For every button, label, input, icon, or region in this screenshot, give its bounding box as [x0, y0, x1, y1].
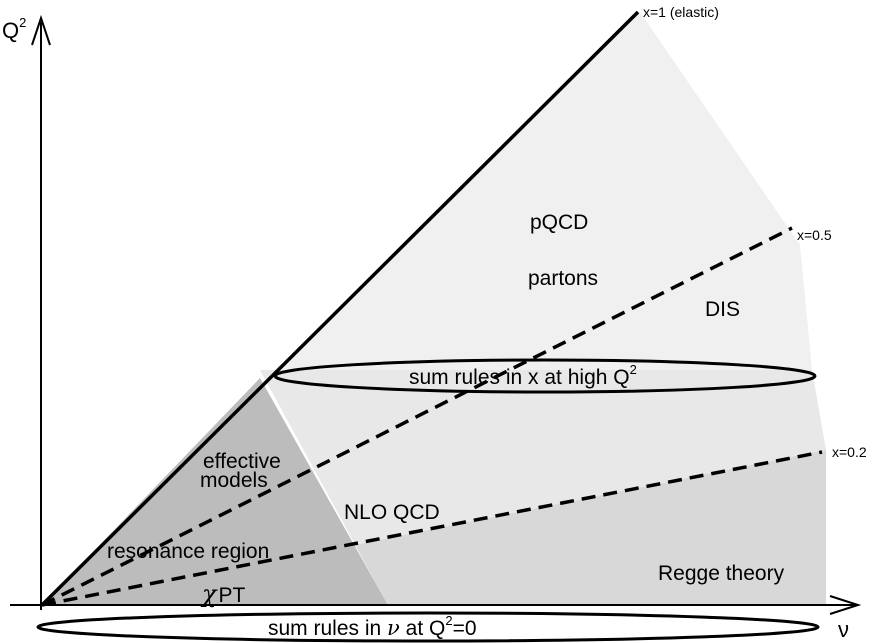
x02-line-label: x=0.2 [832, 444, 867, 460]
regge-region [355, 450, 826, 605]
models-label: models [200, 469, 268, 492]
sum-rules-nu-ellipse [36, 611, 820, 643]
x05-line [41, 226, 793, 607]
sum-rules-nu-label: sum rules in ν at Q2=0 [268, 613, 477, 640]
y-axis-arrow-icon [31, 14, 51, 46]
effective-models-region [42, 378, 388, 605]
y-axis-label: Q2 [2, 15, 26, 43]
regge-theory-label: Regge theory [658, 562, 785, 585]
pqcd-label: pQCD [530, 211, 588, 234]
x02-line [41, 450, 823, 607]
x-axis-arrow-icon [829, 595, 862, 615]
pqcd-region [275, 12, 812, 370]
dis-label: DIS [705, 298, 740, 321]
effective-label: effective [203, 450, 281, 473]
elastic-line [40, 10, 640, 607]
nlo-qcd-label: NLO QCD [344, 501, 440, 524]
chi-pt-label: χPT [200, 580, 246, 608]
x05-line-label: x=0.5 [797, 227, 832, 243]
sum-rules-high-q2-ellipse [273, 358, 817, 394]
partons-label: partons [528, 267, 598, 290]
sum-rules-high-q2-label: sum rules in x at high Q2 [409, 362, 637, 389]
elastic-line-label: x=1 (elastic) [643, 4, 719, 20]
resonance-region-label: resonance region [107, 540, 269, 563]
x-axis-label: ν [838, 617, 849, 642]
